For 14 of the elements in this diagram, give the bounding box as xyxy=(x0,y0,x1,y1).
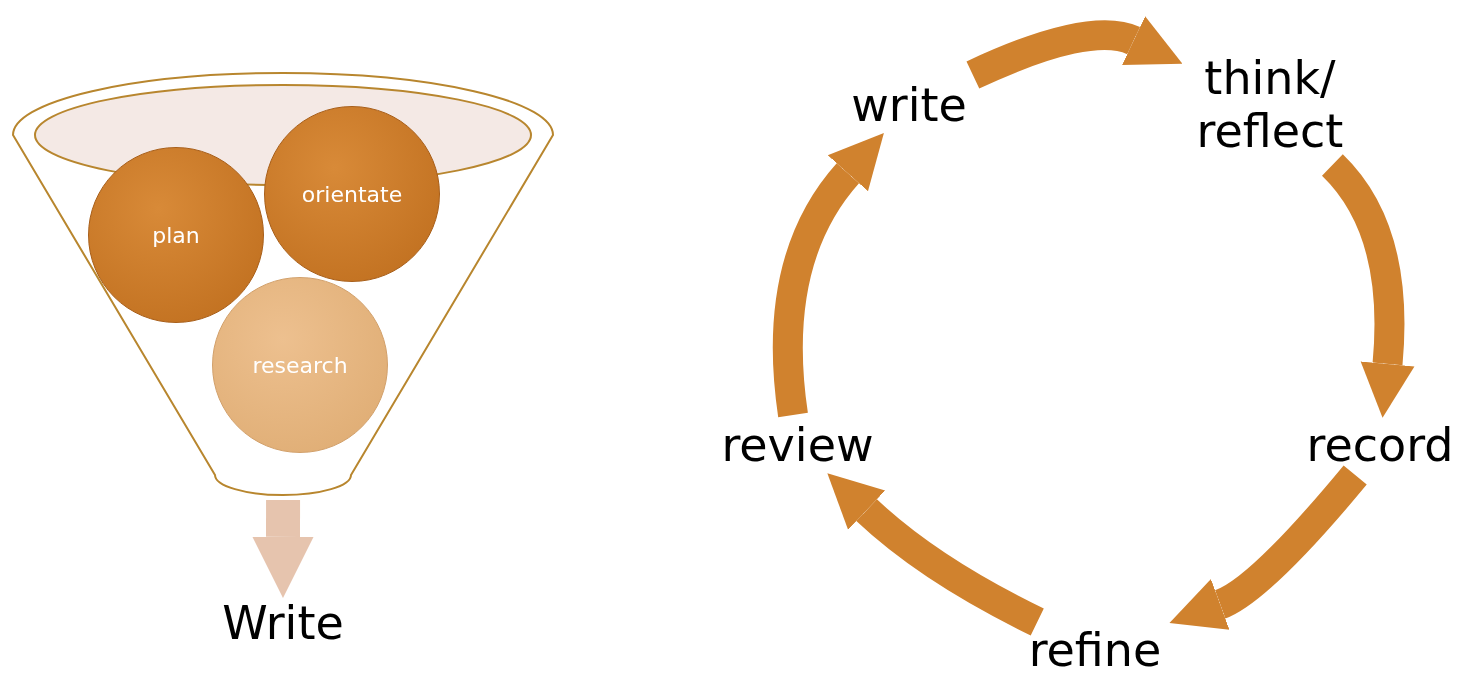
node-label: Write xyxy=(222,596,344,650)
node-label: write xyxy=(851,78,967,132)
node-label: think/ reflect xyxy=(1195,52,1345,158)
block-arrow xyxy=(826,473,1044,636)
block-arrow xyxy=(966,15,1185,89)
block-arrow xyxy=(772,131,883,417)
block-arrow xyxy=(252,499,314,599)
node-label: review xyxy=(721,418,874,472)
node-label: plan xyxy=(152,222,200,248)
block-arrow xyxy=(1170,465,1367,630)
node-label: refine xyxy=(1028,623,1162,677)
node-label: record xyxy=(1306,418,1454,472)
node-label: research xyxy=(252,352,348,378)
node-label: orientate xyxy=(301,181,403,207)
